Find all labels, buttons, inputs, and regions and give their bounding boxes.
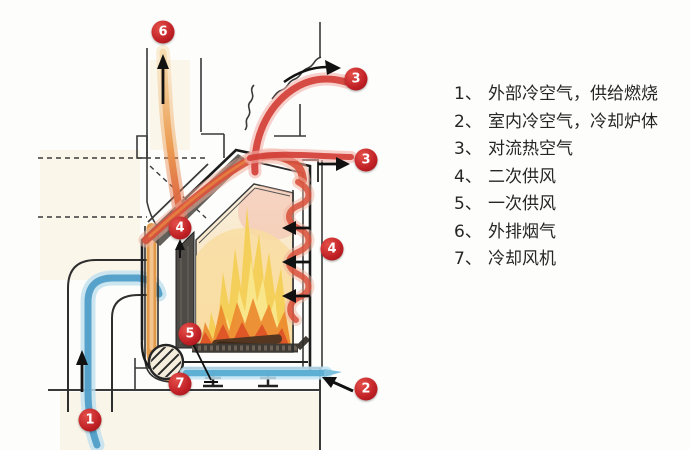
chimney-up-arrow-icon [157,54,169,104]
floor-stream-pointer-arrow-icon [322,377,354,393]
convection-stream-lower [244,148,357,164]
marker-3-lower: 3 [354,148,378,172]
marker-2-room-air: 2 [354,377,378,401]
cold-stream-tip [324,369,342,377]
marker-4-left: 4 [168,216,192,240]
intake-up-arrow-icon [76,350,88,392]
legend-label: 外部冷空气，供给燃烧 [488,84,658,104]
secondary-air-loops [283,176,315,326]
legend-item-6: 6、 外排烟气 [454,219,684,247]
legend-label: 冷却风机 [488,249,556,269]
stove-body [135,148,320,388]
legend: 1、 外部冷空气，供给燃烧 2、 室内冷空气，冷却炉体 3、 对流热空气 4、 … [454,81,684,274]
legend-number: 3、 [454,139,482,159]
legend-number: 1、 [454,84,482,104]
broken-wall-edge-lower [244,84,255,131]
intake-duct [67,259,152,412]
convection-right-arrow-icon [318,157,350,171]
legend-item-7: 7、 冷却风机 [454,246,684,274]
legend-item-4: 4、 二次供风 [454,164,684,192]
secondary-left-arrow-icon [282,255,310,269]
duct-outer-wall [67,259,150,412]
secondary-left-arrow-icon [282,221,310,235]
marker-3-upper: 3 [344,67,368,91]
marker-1-outside-air: 1 [78,408,102,432]
legend-number: 2、 [454,111,482,132]
primary-air-leader-line [192,343,218,383]
broken-wall-edge-upper [271,56,322,100]
glass-frame-line [198,187,291,244]
marker-4-right: 4 [320,237,344,261]
flow-arrows [76,54,354,393]
legend-number: 6、 [454,221,482,242]
convection-stream-upper [248,72,353,179]
legend-number: 7、 [454,249,482,269]
secondary-left-arrow-icon [282,289,310,303]
legend-label: 一次供风 [488,194,556,214]
marker-7-fan: 7 [168,372,192,396]
cooling-fan-icon [147,343,185,381]
fireplace-cutaway-drawing [38,22,357,450]
legend-label: 外排烟气 [488,221,556,242]
marker-5-primary-air: 5 [178,322,202,346]
legend-item-5: 5、 一次供风 [454,191,684,219]
legend-item-1: 1、 外部冷空气，供给燃烧 [454,81,684,109]
legend-number: 4、 [454,166,482,187]
marker-6-exhaust: 6 [151,20,175,44]
background-washes [40,60,320,450]
legend-label: 对流热空气 [488,139,573,159]
floor-cold-stream [179,366,342,380]
fire [196,184,293,352]
legend-item-3: 3、 对流热空气 [454,136,684,164]
legend-label: 二次供风 [488,166,556,187]
legend-number: 5、 [454,194,482,214]
mantel-lines [201,104,306,158]
duct-inner-wall [111,294,152,412]
secondary-small-up-arrow-icon [175,239,185,258]
legend-item-2: 2、 室内冷空气，冷却炉体 [454,109,684,137]
convection-curved-arrow-icon [283,60,341,84]
legend-label: 室内冷空气，冷却炉体 [488,111,658,132]
